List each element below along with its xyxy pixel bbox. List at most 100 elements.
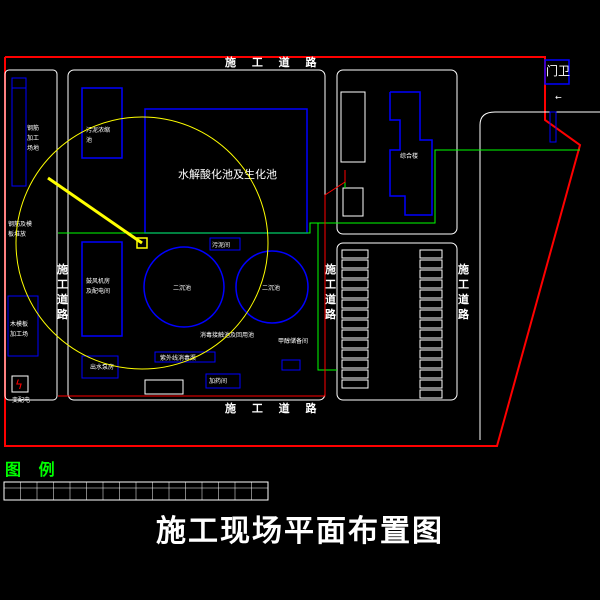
road-top-label: 施 工 道 路 [225, 55, 323, 69]
left-mid-label2: 板堆放 [8, 230, 26, 238]
uv-channel-label: 紫外线消毒渠 [160, 354, 196, 362]
dorm-right-cell [419, 369, 443, 379]
dorm-left-cell [341, 369, 369, 379]
svg-text:工: 工 [458, 278, 469, 291]
right-road-outline [479, 111, 600, 440]
mixing-room-label: 加药间 [209, 377, 227, 385]
dorm-left-cell [341, 329, 369, 339]
gate-box [544, 59, 570, 85]
main-road-block [67, 69, 326, 401]
east-small-label: 甲醇储备间 [278, 337, 308, 345]
svg-text:道: 道 [325, 292, 336, 306]
dorm-right-cell [419, 289, 443, 299]
dorm-left-column [341, 249, 369, 389]
equipment-box [144, 379, 184, 395]
power-line [58, 170, 346, 397]
left-top-label2: 加工 [27, 134, 39, 142]
svg-text:工: 工 [325, 278, 336, 291]
dorm-right-cell [419, 319, 443, 329]
svg-text:路: 路 [57, 307, 69, 321]
svg-text:道: 道 [458, 292, 469, 306]
dorm-right-cell [419, 349, 443, 359]
gate-arrow-icon: ← [555, 93, 562, 102]
dorm-right-cell [419, 379, 443, 389]
dorm-left-cell [341, 249, 369, 259]
blower-room-label: 鼓风机房 [86, 277, 110, 285]
outlet-room-label: 出水泵房 [90, 363, 114, 371]
left-bottom-label: 木模板 [10, 320, 28, 328]
main-pool-label: 水解酸化池及生化池 [178, 167, 277, 181]
dorm-right-cell [419, 329, 443, 339]
dorm-left-cell [341, 349, 369, 359]
dorm-right-cell [419, 269, 443, 279]
dorm-right-cell [419, 249, 443, 259]
svg-text:路: 路 [458, 307, 470, 321]
crane-radius [15, 116, 269, 370]
east-small-box [281, 359, 301, 371]
dorm-right-cell [419, 389, 443, 399]
dorm-right-cell [419, 339, 443, 349]
power-icon: ϟ [15, 378, 23, 392]
sludge-room [209, 237, 241, 251]
left-top-label: 钢筋 [27, 124, 39, 132]
left-bottom-label2: 加工场 [10, 330, 28, 338]
dorm-left-cell [341, 269, 369, 279]
power-box [11, 375, 29, 393]
power-label: 变配电 [12, 396, 30, 404]
dorm-left-cell [341, 319, 369, 329]
dorm-right-cell [419, 279, 443, 289]
warehouse-label: 综合楼 [400, 152, 418, 160]
left-strip-block [4, 69, 58, 401]
gate-post [549, 111, 557, 143]
left-bottom-building [7, 295, 39, 357]
svg-text:施: 施 [325, 262, 336, 276]
top-room [81, 87, 123, 159]
clarifier-left [143, 246, 225, 328]
svg-text:施: 施 [57, 262, 68, 276]
dorm-left-cell [341, 289, 369, 299]
blower-room [81, 241, 123, 337]
office-road-block [336, 69, 458, 235]
disinfection-label: 消毒接触池及回用池 [200, 331, 254, 339]
office-cabinet [340, 91, 366, 163]
svg-text:道: 道 [57, 292, 68, 306]
blower-room-label2: 及配电间 [86, 287, 110, 295]
legend-title: 图 例 [5, 460, 61, 479]
dorm-left-cell [341, 359, 369, 369]
dorm-road-block [336, 242, 458, 401]
clarifier-left-label: 二沉池 [173, 284, 191, 292]
svg-text:路: 路 [325, 307, 337, 321]
dorm-left-cell [341, 299, 369, 309]
clarifier-right [235, 250, 309, 324]
legend-cells [3, 482, 252, 500]
uv-channel [154, 351, 216, 363]
site-boundary [4, 56, 582, 447]
left-mid-label: 钢筋及模 [8, 220, 32, 228]
mixing-room [205, 373, 241, 389]
dorm-left-cell [341, 259, 369, 269]
svg-text:工: 工 [57, 278, 68, 291]
clarifier-right-label: 二沉池 [262, 284, 280, 292]
dorm-right-cell [419, 309, 443, 319]
dorm-left-cell [341, 279, 369, 289]
road-bottom-label: 施 工 道 路 [225, 401, 323, 415]
crane-boom [47, 176, 143, 245]
dorm-left-cell [341, 379, 369, 389]
drawing-title: 施工现场平面布置图 [156, 514, 444, 549]
gate-label: 门卫 [546, 63, 570, 78]
pipe-main [58, 149, 580, 234]
top-room-label: 污泥浓缩 [86, 126, 110, 134]
tower-icon [11, 77, 27, 89]
office-box [342, 187, 364, 217]
top-room-label2: 池 [86, 136, 92, 144]
left-top-label3: 场地 [27, 144, 39, 152]
dorm-right-column [419, 249, 443, 399]
crane-base [136, 237, 148, 249]
left-top-building [11, 87, 27, 187]
dorm-left-cell [341, 339, 369, 349]
dorm-right-cell [419, 259, 443, 269]
dorm-right-cell [419, 359, 443, 369]
